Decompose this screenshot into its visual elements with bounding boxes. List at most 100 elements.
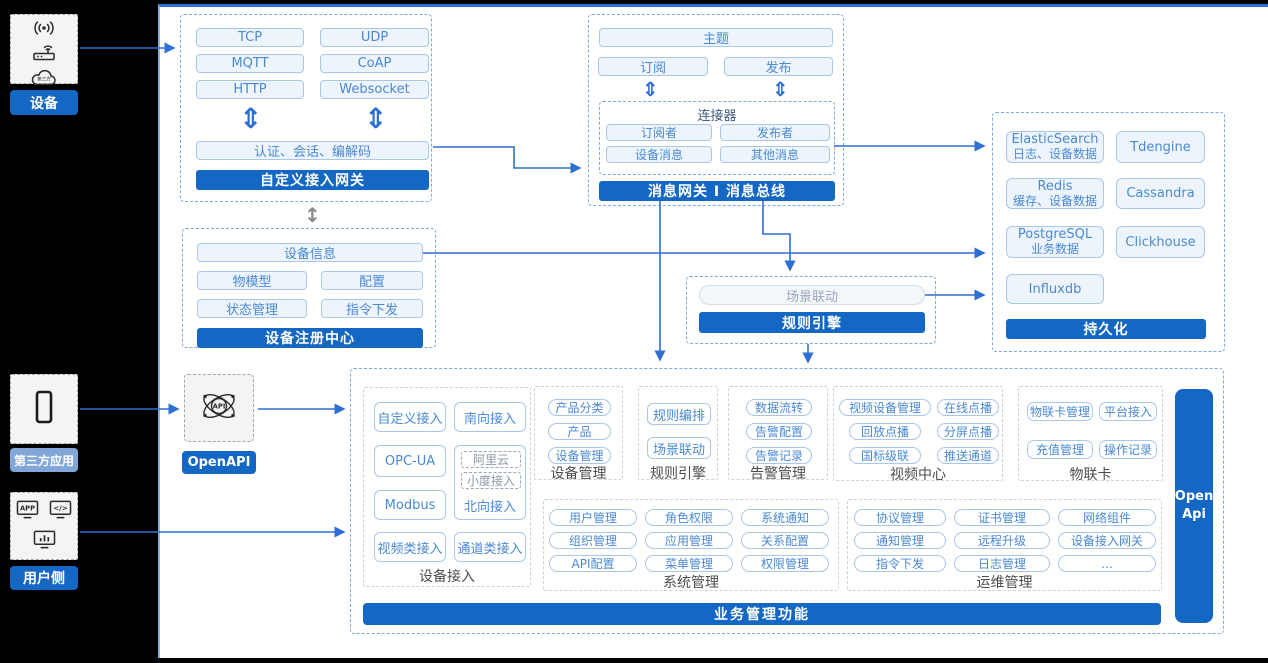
store-cassandra: Cassandra xyxy=(1116,178,1205,209)
store-desc: 业务数据 xyxy=(1030,242,1079,256)
device-registry-box: 设备信息 物模型 配置 状态管理 指令下发 设备注册中心 xyxy=(182,228,436,348)
item-modbus: Modbus xyxy=(374,490,446,520)
store-postgresql: PostgreSQL 业务数据 xyxy=(1006,226,1104,258)
dashboard-icon xyxy=(32,529,57,554)
item-log-mgmt: 日志管理 xyxy=(954,555,1050,572)
store-clickhouse: Clickhouse xyxy=(1116,226,1205,258)
item-video-access: 视频类接入 xyxy=(374,532,446,562)
protocol-websocket: Websocket xyxy=(320,80,429,99)
business-box: 自定义接入 南向接入 OPC-UA 阿里云 小度接入 北向接入 Modbus 视… xyxy=(350,368,1224,634)
item-scene-linkage: 场景联动 xyxy=(647,437,711,459)
store-redis: Redis 缓存、设备数据 xyxy=(1006,178,1104,209)
item-system-notice: 系统通知 xyxy=(741,509,829,526)
item-more: ... xyxy=(1058,555,1156,572)
item-iot-card-mgmt: 物联卡管理 xyxy=(1027,402,1093,421)
updown-double-arrow-icon: ⇕ xyxy=(364,102,388,135)
item-data-flow: 数据流转 xyxy=(746,399,812,416)
publish-item: 发布 xyxy=(724,57,833,76)
item-channel-access: 通道类接入 xyxy=(454,532,526,562)
item-opc-ua: OPC-UA xyxy=(374,445,446,477)
section-device-mgmt: 产品分类 产品 设备管理 设备管理 xyxy=(534,386,623,482)
persistence-title-bar: 持久化 xyxy=(1006,319,1206,339)
config-item: 配置 xyxy=(321,271,423,290)
session-layer-item: 认证、会话、编解码 xyxy=(196,141,429,160)
user-side-rail-label-text: 用户侧 xyxy=(23,571,65,587)
item-alarm-config: 告警配置 xyxy=(746,423,812,440)
openapi-icon-box: API xyxy=(184,374,254,442)
business-footer-bar: 业务管理功能 xyxy=(363,603,1161,625)
item-product: 产品 xyxy=(548,423,611,440)
user-side-rail-label: 用户侧 xyxy=(10,566,78,590)
openapi-label-text: OpenAPI xyxy=(187,455,251,470)
item-notice-mgmt: 通知管理 xyxy=(854,532,946,549)
section-ops-mgmt: 协议管理 证书管理 网络组件 通知管理 远程升级 设备接入网关 指令下发 日志管… xyxy=(847,499,1162,591)
northbound-group: 阿里云 小度接入 北向接入 xyxy=(454,445,526,520)
item-cert-mgmt: 证书管理 xyxy=(954,509,1050,526)
store-name: ElasticSearch xyxy=(1011,132,1099,147)
status-mgmt-item: 状态管理 xyxy=(197,299,307,318)
section-device-access: 自定义接入 南向接入 OPC-UA 阿里云 小度接入 北向接入 Modbus 视… xyxy=(363,387,531,587)
publisher-item: 发布者 xyxy=(720,124,830,141)
svg-text:API: API xyxy=(213,403,226,411)
section-label-device-mgmt: 设备管理 xyxy=(550,466,607,482)
subscribe-item: 订阅 xyxy=(598,57,708,76)
item-custom-access: 自定义接入 xyxy=(374,402,446,432)
store-name: Tdengine xyxy=(1130,139,1191,155)
rule-engine-box: 场景联动 规则引擎 xyxy=(686,276,936,344)
store-desc: 日志、设备数据 xyxy=(1012,147,1097,161)
item-api-config: API配置 xyxy=(549,555,637,572)
message-bus-title-bar: 消息网关 I 消息总线 xyxy=(599,181,835,201)
subscriber-item: 订阅者 xyxy=(606,124,712,141)
persistence-box: ElasticSearch 日志、设备数据 Tdengine Redis 缓存、… xyxy=(992,112,1225,352)
code-icon: </> xyxy=(48,499,73,524)
section-rule-engine: 规则编排 场景联动 规则引擎 xyxy=(638,386,718,482)
section-label-alarm-mgmt: 告警管理 xyxy=(750,466,806,482)
item-menu-mgmt: 菜单管理 xyxy=(645,555,733,572)
section-iot-card: 物联卡管理 平台接入 充值管理 操作记录 物联卡 xyxy=(1018,386,1163,483)
message-bus-box: 主题 订阅 发布 ⇕ ⇕ 连接器 订阅者 发布者 设备消息 其他消息 消息网关 … xyxy=(588,14,844,206)
item-rule-orchestration: 规则编排 xyxy=(647,403,711,425)
store-tdengine: Tdengine xyxy=(1116,131,1205,163)
section-label-system-mgmt: 系统管理 xyxy=(663,575,719,591)
topic-item: 主题 xyxy=(599,28,833,47)
protocol-udp: UDP xyxy=(320,28,429,47)
third-party-rail-label: 第三方应用 xyxy=(10,448,78,472)
openapi-label: OpenAPI xyxy=(182,451,256,474)
device-rail-label: 设备 xyxy=(10,90,78,115)
updown-double-arrow-icon: ⇕ xyxy=(642,77,659,101)
device-info-item: 设备信息 xyxy=(197,243,423,262)
rule-engine-title-bar: 规则引擎 xyxy=(699,312,925,333)
app-icon: APP xyxy=(15,499,40,524)
router-icon xyxy=(31,43,57,65)
phone-icon xyxy=(33,389,55,429)
item-permission-mgmt: 权限管理 xyxy=(741,555,829,572)
svg-text:</>: </> xyxy=(53,503,68,512)
section-label-iot-card: 物联卡 xyxy=(1069,467,1112,483)
item-xiaodu-access: 小度接入 xyxy=(461,472,521,489)
cloud-icon: 第三方 xyxy=(28,67,60,93)
section-label-ops-mgmt: 运维管理 xyxy=(976,575,1033,591)
item-network-component: 网络组件 xyxy=(1058,509,1156,526)
store-influxdb: Influxdb xyxy=(1006,274,1104,304)
item-gb-cascade: 国标级联 xyxy=(849,447,921,464)
connector-title: 连接器 xyxy=(697,109,737,124)
store-elasticsearch: ElasticSearch 日志、设备数据 xyxy=(1006,131,1104,163)
item-protocol-mgmt: 协议管理 xyxy=(854,509,946,526)
item-push-channel: 推送通道 xyxy=(937,447,999,464)
item-platform-access: 平台接入 xyxy=(1099,402,1157,421)
section-label-device-access: 设备接入 xyxy=(419,569,475,585)
store-name: PostgreSQL xyxy=(1017,227,1093,242)
section-label-rule-engine: 规则引擎 xyxy=(650,466,706,482)
item-video-device-mgmt: 视频设备管理 xyxy=(839,399,931,416)
third-party-icon-box xyxy=(10,374,78,444)
custom-gateway-title-bar: 自定义接入网关 xyxy=(196,170,429,190)
item-device-access-gateway: 设备接入网关 xyxy=(1058,532,1156,549)
item-device-mgmt: 设备管理 xyxy=(548,447,611,464)
item-remote-upgrade: 远程升级 xyxy=(954,532,1050,549)
user-side-icon-box: APP </> xyxy=(10,492,78,560)
device-rail-label-text: 设备 xyxy=(30,95,58,112)
section-alarm-mgmt: 数据流转 告警配置 告警记录 告警管理 xyxy=(728,386,828,482)
store-name: Influxdb xyxy=(1028,281,1082,297)
item-app-mgmt: 应用管理 xyxy=(645,532,733,549)
connector-box: 连接器 订阅者 发布者 设备消息 其他消息 xyxy=(599,101,835,175)
